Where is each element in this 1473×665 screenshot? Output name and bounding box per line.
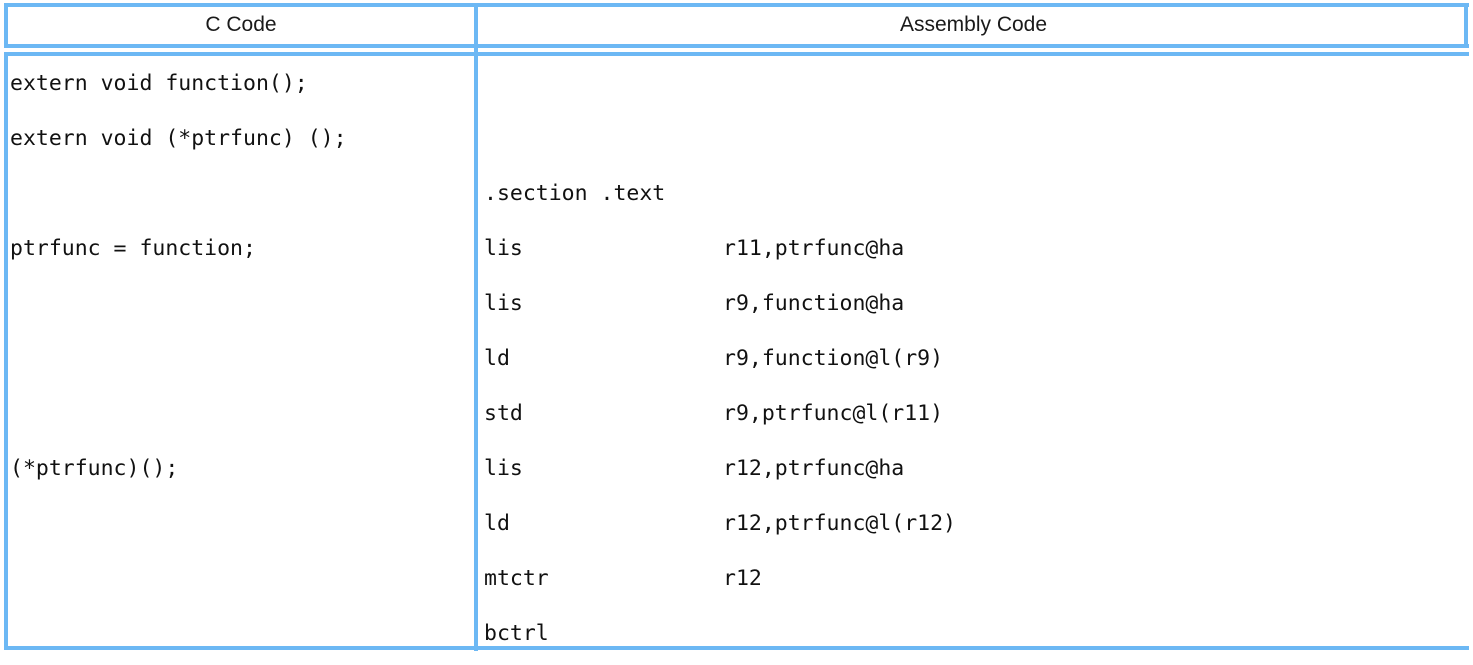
assembly-line: lis r11,ptrfunc@ha — [484, 221, 1469, 276]
assembly-line: bctrl — [484, 606, 1469, 661]
assembly-mnemonic — [484, 56, 723, 111]
c-code-line: ptrfunc = function; — [10, 236, 256, 261]
assembly-mnemonic — [484, 111, 723, 166]
c-code-blank-line — [10, 386, 470, 441]
body-column-divider — [474, 56, 478, 651]
c-code-blank-line — [10, 166, 470, 221]
table-body: extern void function(); extern void (*ptr… — [0, 56, 1473, 665]
assembly-operands: r9,function@l(r9) — [723, 346, 944, 371]
assembly-operands: r9,function@ha — [723, 291, 905, 316]
body-bottom-rule — [4, 646, 1469, 650]
assembly-mnemonic: std — [484, 401, 523, 426]
assembly-line: ld r12,ptrfunc@l(r12) — [484, 496, 1469, 551]
assembly-operands: r11,ptrfunc@ha — [723, 236, 905, 261]
assembly-line: ld r9,function@l(r9) — [484, 331, 1469, 386]
assembly-mnemonic: lis — [484, 291, 523, 316]
column-header-c-code: C Code — [205, 13, 277, 36]
assembly-line: .section .text — [484, 166, 1469, 221]
assembly-mnemonic: .section .text — [484, 181, 666, 206]
header-column-divider — [474, 3, 478, 56]
assembly-mnemonic: ld — [484, 511, 510, 536]
assembly-line: std r9,ptrfunc@l(r11) — [484, 386, 1469, 441]
assembly-operands: r12,ptrfunc@l(r12) — [723, 511, 956, 536]
assembly-line: lis r9,function@ha — [484, 276, 1469, 331]
c-code-line: extern void (*ptrfunc) (); — [10, 126, 347, 151]
c-code-blank-line — [10, 331, 470, 386]
column-header-assembly-code: Assembly Code — [899, 13, 1048, 36]
assembly-line: mtctr r12 — [484, 551, 1469, 606]
c-code-blank-line — [10, 496, 470, 551]
body-left-rule — [4, 56, 8, 646]
assembly-operands: r12 — [723, 566, 762, 591]
assembly-mnemonic: bctrl — [484, 621, 549, 646]
assembly-mnemonic: mtctr — [484, 566, 549, 591]
header-bottom-rule-upper — [4, 44, 1469, 48]
c-code-cell: extern void function(); extern void (*ptr… — [10, 56, 470, 661]
header-left-rule — [4, 3, 8, 48]
assembly-operands: r12,ptrfunc@ha — [723, 456, 905, 481]
header-top-rule — [6, 3, 1469, 7]
c-code-line: (*ptrfunc)(); — [10, 456, 179, 481]
assembly-mnemonic: lis — [484, 456, 523, 481]
assembly-mnemonic: lis — [484, 236, 523, 261]
assembly-blank-line — [484, 56, 1469, 111]
assembly-line: lis r12,ptrfunc@ha — [484, 441, 1469, 496]
assembly-blank-line — [484, 111, 1469, 166]
c-code-blank-line — [10, 276, 470, 331]
assembly-operands: r9,ptrfunc@l(r11) — [723, 401, 944, 426]
c-code-blank-line — [10, 551, 470, 606]
assembly-mnemonic: ld — [484, 346, 510, 371]
c-code-line: extern void function(); — [10, 71, 308, 96]
assembly-code-cell: .section .text lis r11,ptrfunc@ha lis r9,fun… — [484, 56, 1469, 661]
header-bottom-rule-lower — [4, 52, 1469, 56]
table-header-row: C Code Assembly Code — [0, 0, 1473, 56]
header-right-rule — [1464, 3, 1468, 48]
c-code-blank-line — [10, 606, 470, 661]
